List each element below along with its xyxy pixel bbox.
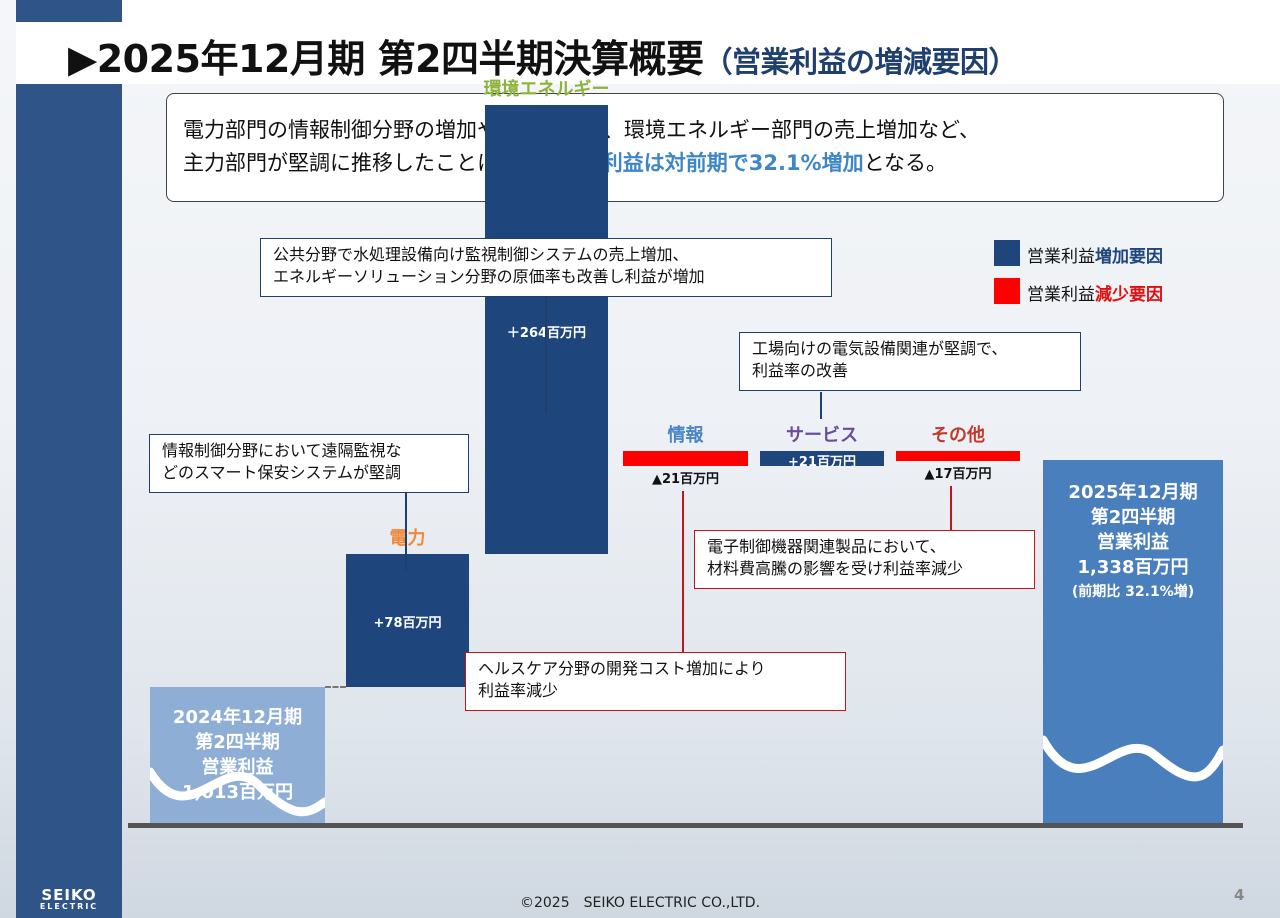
category-label-4: サービス bbox=[786, 425, 858, 446]
company-logo: SEIKO ELECTRIC bbox=[18, 886, 120, 915]
callout-info-line1: ヘルスケア分野の開発コスト増加により bbox=[478, 659, 766, 678]
legend-decrease: 営業利益減少要因 bbox=[1027, 280, 1163, 305]
total-label-line: 営業利益 bbox=[1097, 532, 1169, 553]
callout-other: 電子制御機器関連製品において、 材料費高騰の影響を受け利益率減少 bbox=[694, 530, 1035, 589]
legend-decrease-emph: 減少要因 bbox=[1095, 285, 1163, 305]
callout-service-line1: 工場向けの電気設備関連が堅調で、 bbox=[752, 339, 1008, 358]
total-label-line: 営業利益 bbox=[201, 756, 274, 778]
value-label-2: ＋264百万円 bbox=[485, 322, 608, 341]
axis-break-wave bbox=[150, 767, 325, 817]
page-title-main: ▶2025年12月期 第2四半期決算概要 bbox=[68, 37, 704, 81]
category-label-5: その他 bbox=[931, 425, 985, 446]
page-title-sub: （営業利益の増減要因） bbox=[703, 45, 1018, 79]
value-label-3: ▲21百万円 bbox=[651, 472, 720, 487]
value-label-4: +21百万円 bbox=[788, 455, 856, 470]
callout-power-line1: 情報制御分野において遠隔監視な bbox=[162, 441, 402, 460]
summary-highlight: 営業利益は対前期で32.1%増加 bbox=[559, 151, 864, 175]
callout-info: ヘルスケア分野の開発コスト増加により 利益率減少 bbox=[465, 652, 846, 711]
start-total-bar bbox=[150, 686, 325, 823]
callout-power-line2: どのスマート保安システムが堅調 bbox=[162, 463, 402, 482]
total-label-line: 2025年12月期 bbox=[1068, 482, 1198, 503]
legend-increase: 営業利益増加要因 bbox=[1027, 242, 1163, 267]
end-total-label: 2025年12月期第2四半期営業利益 1,338百万円 (前期比 32.1%増) bbox=[1043, 480, 1223, 605]
callout-env: 公共分野で水処理設備向け監視制御システムの売上増加、 エネルギーソリューション分… bbox=[260, 238, 832, 297]
value-label-5: ▲17百万円 bbox=[924, 467, 992, 482]
callout-service: 工場向けの電気設備関連が堅調で、 利益率の改善 bbox=[739, 332, 1081, 391]
logo-line1: SEIKO bbox=[41, 886, 97, 904]
logo-line2: ELECTRIC bbox=[39, 902, 99, 911]
step-bar-3 bbox=[623, 451, 748, 466]
legend-decrease-prefix: 営業利益 bbox=[1027, 285, 1095, 305]
connector-dash bbox=[325, 685, 346, 688]
chart-baseline bbox=[128, 823, 1243, 828]
callout-power-connector bbox=[405, 493, 407, 571]
page-title: ▶2025年12月期 第2四半期決算概要（営業利益の増減要因） bbox=[68, 28, 1018, 83]
legend-increase-prefix: 営業利益 bbox=[1027, 247, 1095, 267]
page-number: 4 bbox=[1234, 886, 1245, 904]
wave-path bbox=[1043, 735, 1223, 782]
end-total-bar bbox=[1043, 460, 1223, 823]
total-label-line: 1,338百万円 bbox=[1077, 557, 1189, 578]
axis-break-wave bbox=[1043, 735, 1223, 782]
callout-other-connector bbox=[950, 486, 952, 530]
left-accent-strip bbox=[16, 84, 122, 918]
total-label-line: 1,013百万円 bbox=[182, 781, 293, 803]
callout-env-line1: 公共分野で水処理設備向け監視制御システムの売上増加、 bbox=[273, 245, 689, 264]
total-note: (前期比 32.1%増) bbox=[1071, 584, 1195, 600]
category-label-3: 情報 bbox=[667, 425, 704, 446]
callout-info-connector bbox=[682, 491, 684, 653]
callout-power: 情報制御分野において遠隔監視な どのスマート保安システムが堅調 bbox=[149, 434, 469, 493]
summary-line2-post: となる。 bbox=[863, 151, 947, 175]
legend-decrease-swatch bbox=[994, 278, 1020, 304]
total-label-line: 2024年12月期 bbox=[172, 706, 303, 728]
value-label-1: +78百万円 bbox=[373, 616, 442, 632]
legend-increase-emph: 増加要因 bbox=[1095, 247, 1163, 267]
total-label-line: 第2四半期 bbox=[195, 731, 280, 753]
category-label-1: 電力 bbox=[389, 528, 426, 550]
title-band bbox=[16, 0, 1280, 84]
step-bar-5 bbox=[896, 451, 1020, 461]
legend-increase-swatch bbox=[994, 240, 1020, 266]
callout-info-line2: 利益率減少 bbox=[478, 681, 559, 700]
callout-other-line1: 電子制御機器関連製品において、 bbox=[707, 537, 946, 556]
top-accent-strip bbox=[16, 0, 122, 22]
callout-other-line2: 材料費高騰の影響を受け利益率減少 bbox=[707, 559, 964, 578]
footer-copyright: ©2025 SEIKO ELECTRIC CO.,LTD. bbox=[519, 895, 761, 911]
callout-env-line2: エネルギーソリューション分野の原価率も改善し利益が増加 bbox=[273, 267, 705, 286]
step-bar-1 bbox=[346, 554, 469, 687]
total-label-line: 第2四半期 bbox=[1090, 507, 1176, 528]
step-bar-2 bbox=[485, 105, 608, 555]
summary-box: 電力部門の情報制御分野の増加や原価率低減、環境エネルギー部門の売上増加など、 主… bbox=[166, 93, 1224, 202]
callout-service-connector bbox=[820, 392, 822, 419]
callout-service-line2: 利益率の改善 bbox=[752, 361, 849, 380]
category-label-2: 環境エネルギー bbox=[483, 79, 610, 101]
start-total-label: 2024年12月期第2四半期営業利益 1,013百万円 bbox=[150, 705, 325, 805]
callout-env-connector bbox=[545, 297, 547, 414]
step-bar-4 bbox=[760, 451, 884, 466]
wave-path bbox=[150, 767, 325, 817]
